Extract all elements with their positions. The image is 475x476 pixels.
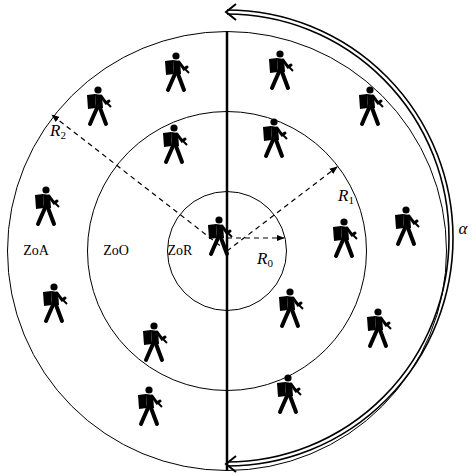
zone-label: ZoO	[103, 244, 129, 258]
radius-label: R0	[257, 250, 273, 269]
radius-label: R2	[50, 122, 66, 141]
radius-arrow	[227, 237, 284, 238]
zone-label: ZoA	[23, 244, 49, 258]
radius-arrow	[52, 115, 227, 251]
zone-circle: ZoO ZoR	[87, 111, 367, 391]
zone-circle: ZoR	[167, 191, 287, 311]
circle-outline	[7, 31, 447, 471]
view-arc	[227, 10, 453, 466]
arc-arrowhead	[226, 456, 236, 472]
view-arc	[227, 14, 449, 462]
arc-arrowhead	[226, 4, 236, 20]
circle-outline	[87, 111, 367, 391]
angle-label: α	[459, 220, 468, 237]
radius-label: R1	[338, 187, 354, 206]
soldier-figures	[35, 50, 419, 424]
zone-circle: ZoA ZoO ZoR	[7, 31, 447, 471]
radius-arrow	[227, 167, 337, 251]
zone-label: ZoR	[168, 244, 193, 258]
